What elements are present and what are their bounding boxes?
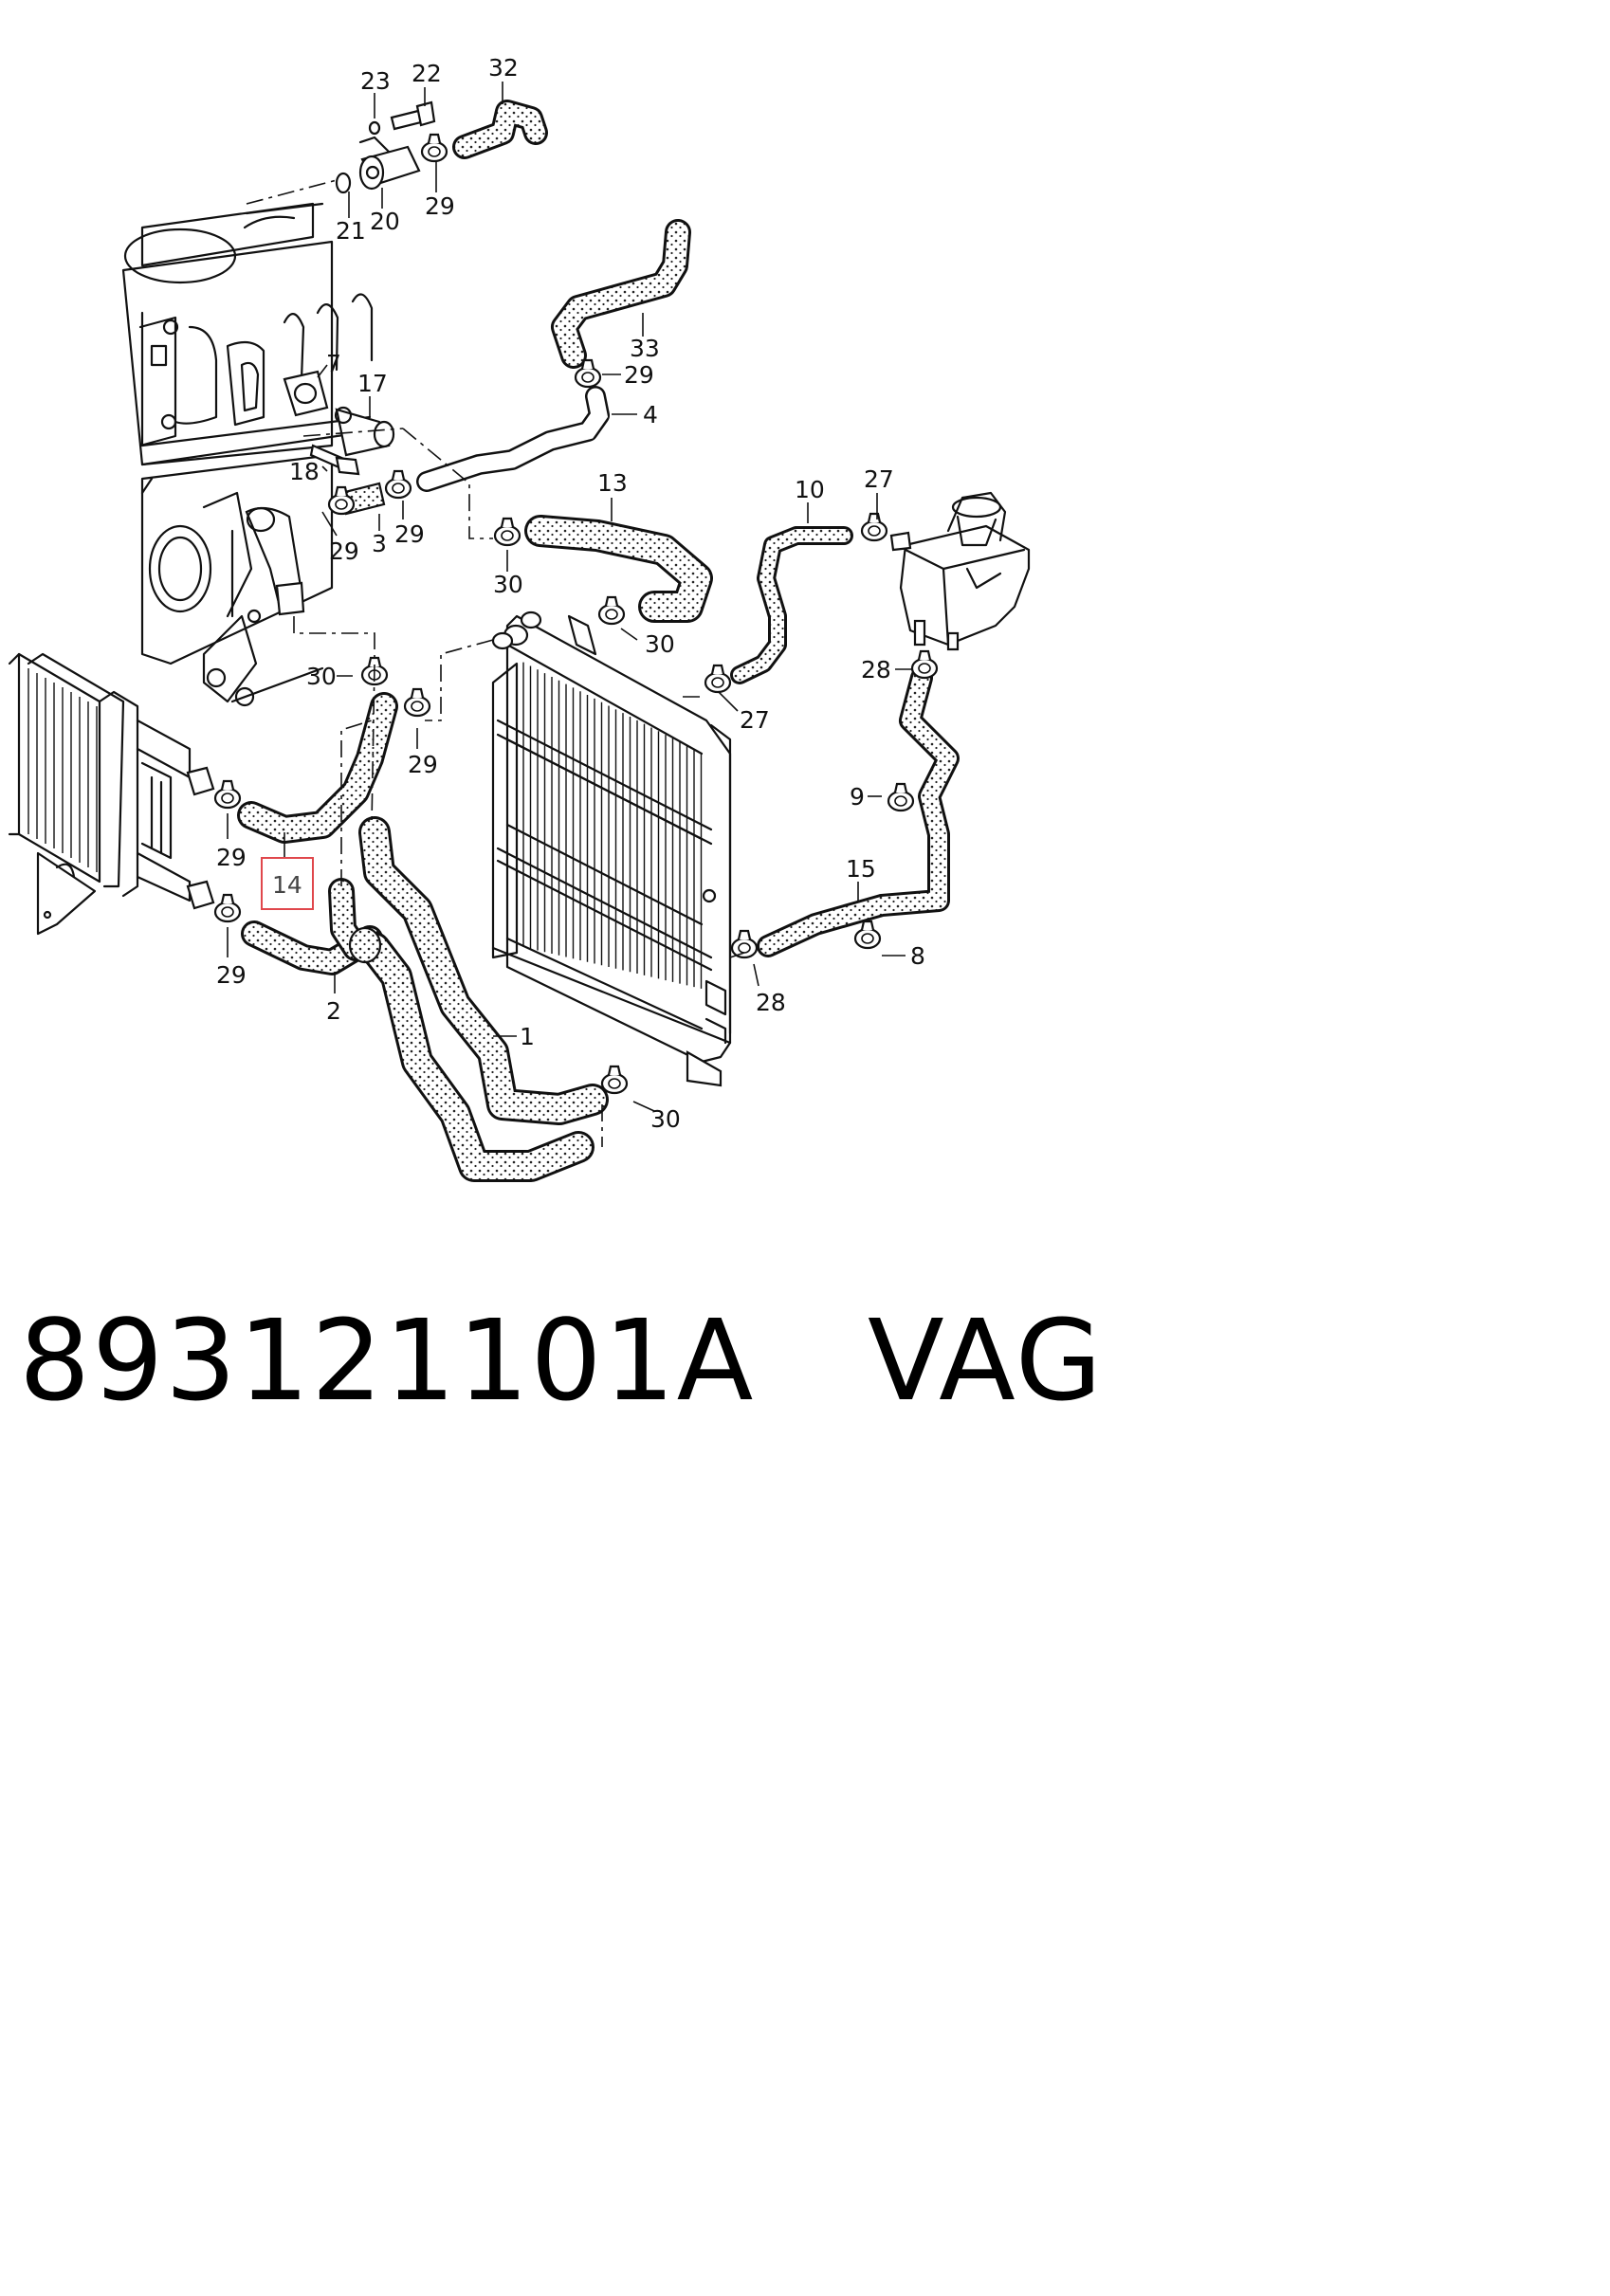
expansion-tank-icon <box>889 491 1031 651</box>
radiator-icon <box>491 610 732 1087</box>
callout-8[interactable]: 8 <box>910 942 925 970</box>
pipe-4 <box>416 386 610 492</box>
callout-29-cooler-top[interactable]: 29 <box>216 844 247 871</box>
callout-13[interactable]: 13 <box>597 469 628 497</box>
callout-2[interactable]: 2 <box>326 997 341 1025</box>
coolant-system-exploded-diagram: 23 22 32 21 20 29 33 29 4 7 17 18 29 3 2… <box>8 54 1031 1182</box>
callout-labels: 23 22 32 21 20 29 33 29 4 7 17 18 29 3 2… <box>216 54 925 1133</box>
callout-4[interactable]: 4 <box>643 401 658 428</box>
hose-clamp <box>597 595 626 626</box>
hose-clamp <box>887 782 915 812</box>
hose-clamp <box>420 133 448 163</box>
hose-clamp <box>730 929 759 959</box>
callout-14[interactable]: 14 <box>272 871 302 899</box>
hose-clamp <box>213 779 242 810</box>
callout-15[interactable]: 15 <box>846 855 876 883</box>
sender-17 <box>309 406 395 476</box>
hose-clamp <box>600 1065 629 1095</box>
callout-1[interactable]: 1 <box>520 1023 535 1050</box>
callout-27-tank[interactable]: 27 <box>864 465 894 493</box>
hose-clamp <box>910 649 939 680</box>
oil-cooler-icon <box>8 652 215 936</box>
callout-22[interactable]: 22 <box>412 60 442 87</box>
hose-clamp <box>213 893 242 923</box>
highlight-box <box>261 857 314 910</box>
hose-32 <box>452 100 548 159</box>
coolant-flange-20 <box>335 100 436 194</box>
part-footer: 893121101A VAG <box>19 1289 1102 1431</box>
callout-3[interactable]: 3 <box>372 530 387 557</box>
callout-29-mid[interactable]: 29 <box>408 751 438 778</box>
gasket-7 <box>283 370 329 417</box>
callout-23[interactable]: 23 <box>360 67 391 95</box>
hose-clamp <box>853 920 882 950</box>
hose-clamp <box>704 664 732 694</box>
callout-9[interactable]: 9 <box>850 783 865 811</box>
callout-28-radiator[interactable]: 28 <box>756 989 786 1016</box>
hose-14 <box>237 692 398 844</box>
callout-10[interactable]: 10 <box>795 476 825 503</box>
callout-33[interactable]: 33 <box>630 335 660 362</box>
callout-29-hose3-right[interactable]: 29 <box>394 520 425 548</box>
callout-30-left[interactable]: 30 <box>306 663 337 690</box>
brand-name: VAG <box>867 1295 1105 1426</box>
hose-13 <box>524 515 713 623</box>
callout-32[interactable]: 32 <box>488 54 519 82</box>
hose-clamp <box>403 687 431 718</box>
seal-ring-21 <box>335 172 352 194</box>
hose-10 <box>730 526 853 684</box>
callout-29-top[interactable]: 29 <box>425 192 455 220</box>
hose-15 <box>757 666 960 957</box>
hose-clamp <box>384 469 412 500</box>
hose-clamp <box>860 512 888 542</box>
callout-leaders <box>227 82 912 1112</box>
hose-clamp <box>327 485 356 516</box>
hose-clamp <box>574 358 602 389</box>
assembly-lines <box>246 179 745 1147</box>
hose-clamp-icon <box>213 133 939 1095</box>
hose-clamp <box>493 517 521 547</box>
callout-30-radiator-top[interactable]: 30 <box>645 630 675 658</box>
callout-17[interactable]: 17 <box>357 370 388 397</box>
coolant-pump-neck <box>245 506 305 624</box>
hose-2 <box>241 878 595 1182</box>
callout-29-cooler-bottom[interactable]: 29 <box>216 961 247 989</box>
callout-29-hose33[interactable]: 29 <box>624 361 654 389</box>
hose-33 <box>551 219 691 369</box>
callout-20[interactable]: 20 <box>370 208 400 235</box>
callout-21[interactable]: 21 <box>336 217 366 245</box>
part-code: 893121101A <box>19 1295 756 1426</box>
washer-23 <box>368 120 381 136</box>
callout-27-radiator[interactable]: 27 <box>740 706 770 734</box>
callout-30-bottom[interactable]: 30 <box>650 1105 681 1133</box>
callout-30-hose13[interactable]: 30 <box>493 571 523 598</box>
callout-28-tank[interactable]: 28 <box>861 656 891 683</box>
engine-block-icon <box>121 202 374 707</box>
hose-1 <box>358 816 609 1125</box>
callout-29-hose3-left[interactable]: 29 <box>329 538 359 565</box>
callout-18[interactable]: 18 <box>289 458 320 485</box>
callout-7[interactable]: 7 <box>326 350 341 377</box>
